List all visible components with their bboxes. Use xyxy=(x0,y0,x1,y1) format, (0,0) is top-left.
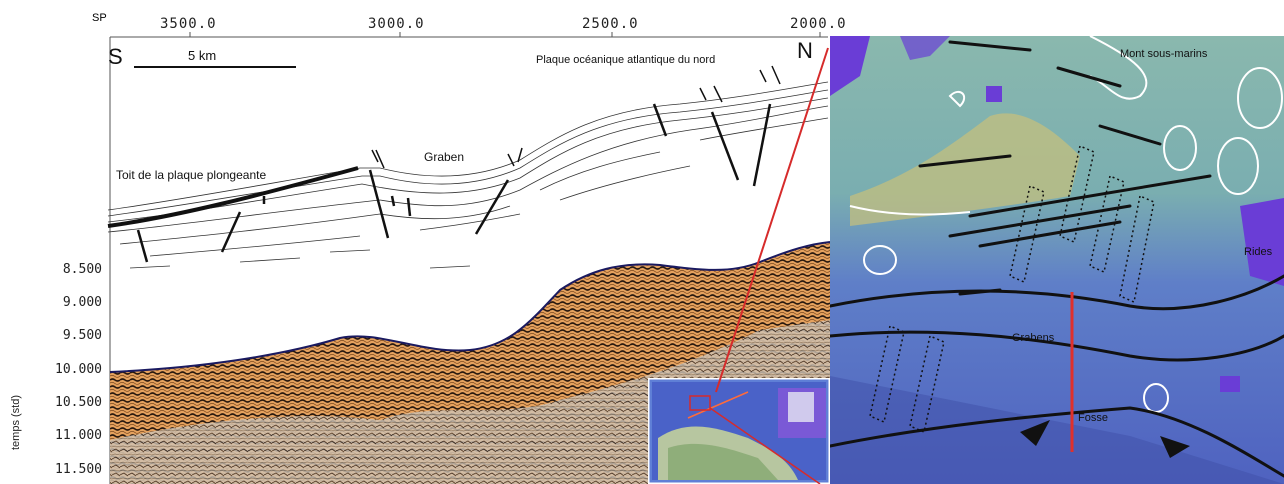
bathymetry-map-panel: Mont sous-marins Rides Grabens Fosse xyxy=(830,36,1284,484)
sp-tick-2000: 2000.0 xyxy=(790,16,847,32)
seismic-profile-panel: SP 3500.0 3000.0 2500.0 2000.0 S N 5 km … xyxy=(10,12,846,484)
time-tick-10000: 10.000 xyxy=(55,362,102,377)
label-oceanic-plate: Plaque océanique atlantique du nord xyxy=(536,54,716,66)
sp-tick-3500: 3500.0 xyxy=(160,16,217,32)
sp-tick-3000: 3000.0 xyxy=(368,16,425,32)
interpretation-line-drawing xyxy=(107,65,829,269)
sp-axis-label: SP xyxy=(92,12,107,24)
label-grabens: Grabens xyxy=(1012,332,1055,344)
direction-north: N xyxy=(797,38,813,63)
label-ridges: Rides xyxy=(1244,246,1273,258)
zoom-connector-lines xyxy=(715,47,829,393)
time-tick-9000: 9.000 xyxy=(62,295,102,310)
time-tick-10500: 10.500 xyxy=(55,395,102,410)
label-graben: Graben xyxy=(424,150,465,164)
direction-south: S xyxy=(108,44,123,69)
time-tick-11000: 11.000 xyxy=(55,428,102,443)
label-plate-top: Toit de la plaque plongeante xyxy=(116,168,267,182)
label-seamounts: Mont sous-marins xyxy=(1120,48,1208,60)
sp-tick-2500: 2500.0 xyxy=(582,16,639,32)
time-tick-9500: 9.500 xyxy=(62,328,102,343)
time-tick-8500: 8.500 xyxy=(62,262,102,277)
bathymetry-map xyxy=(830,36,1284,484)
time-tick-11500: 11.500 xyxy=(55,462,102,477)
scale-bar xyxy=(134,66,296,68)
label-trench: Fosse xyxy=(1078,412,1108,424)
scale-bar-label: 5 km xyxy=(188,48,217,63)
inset-location-map xyxy=(648,378,830,484)
